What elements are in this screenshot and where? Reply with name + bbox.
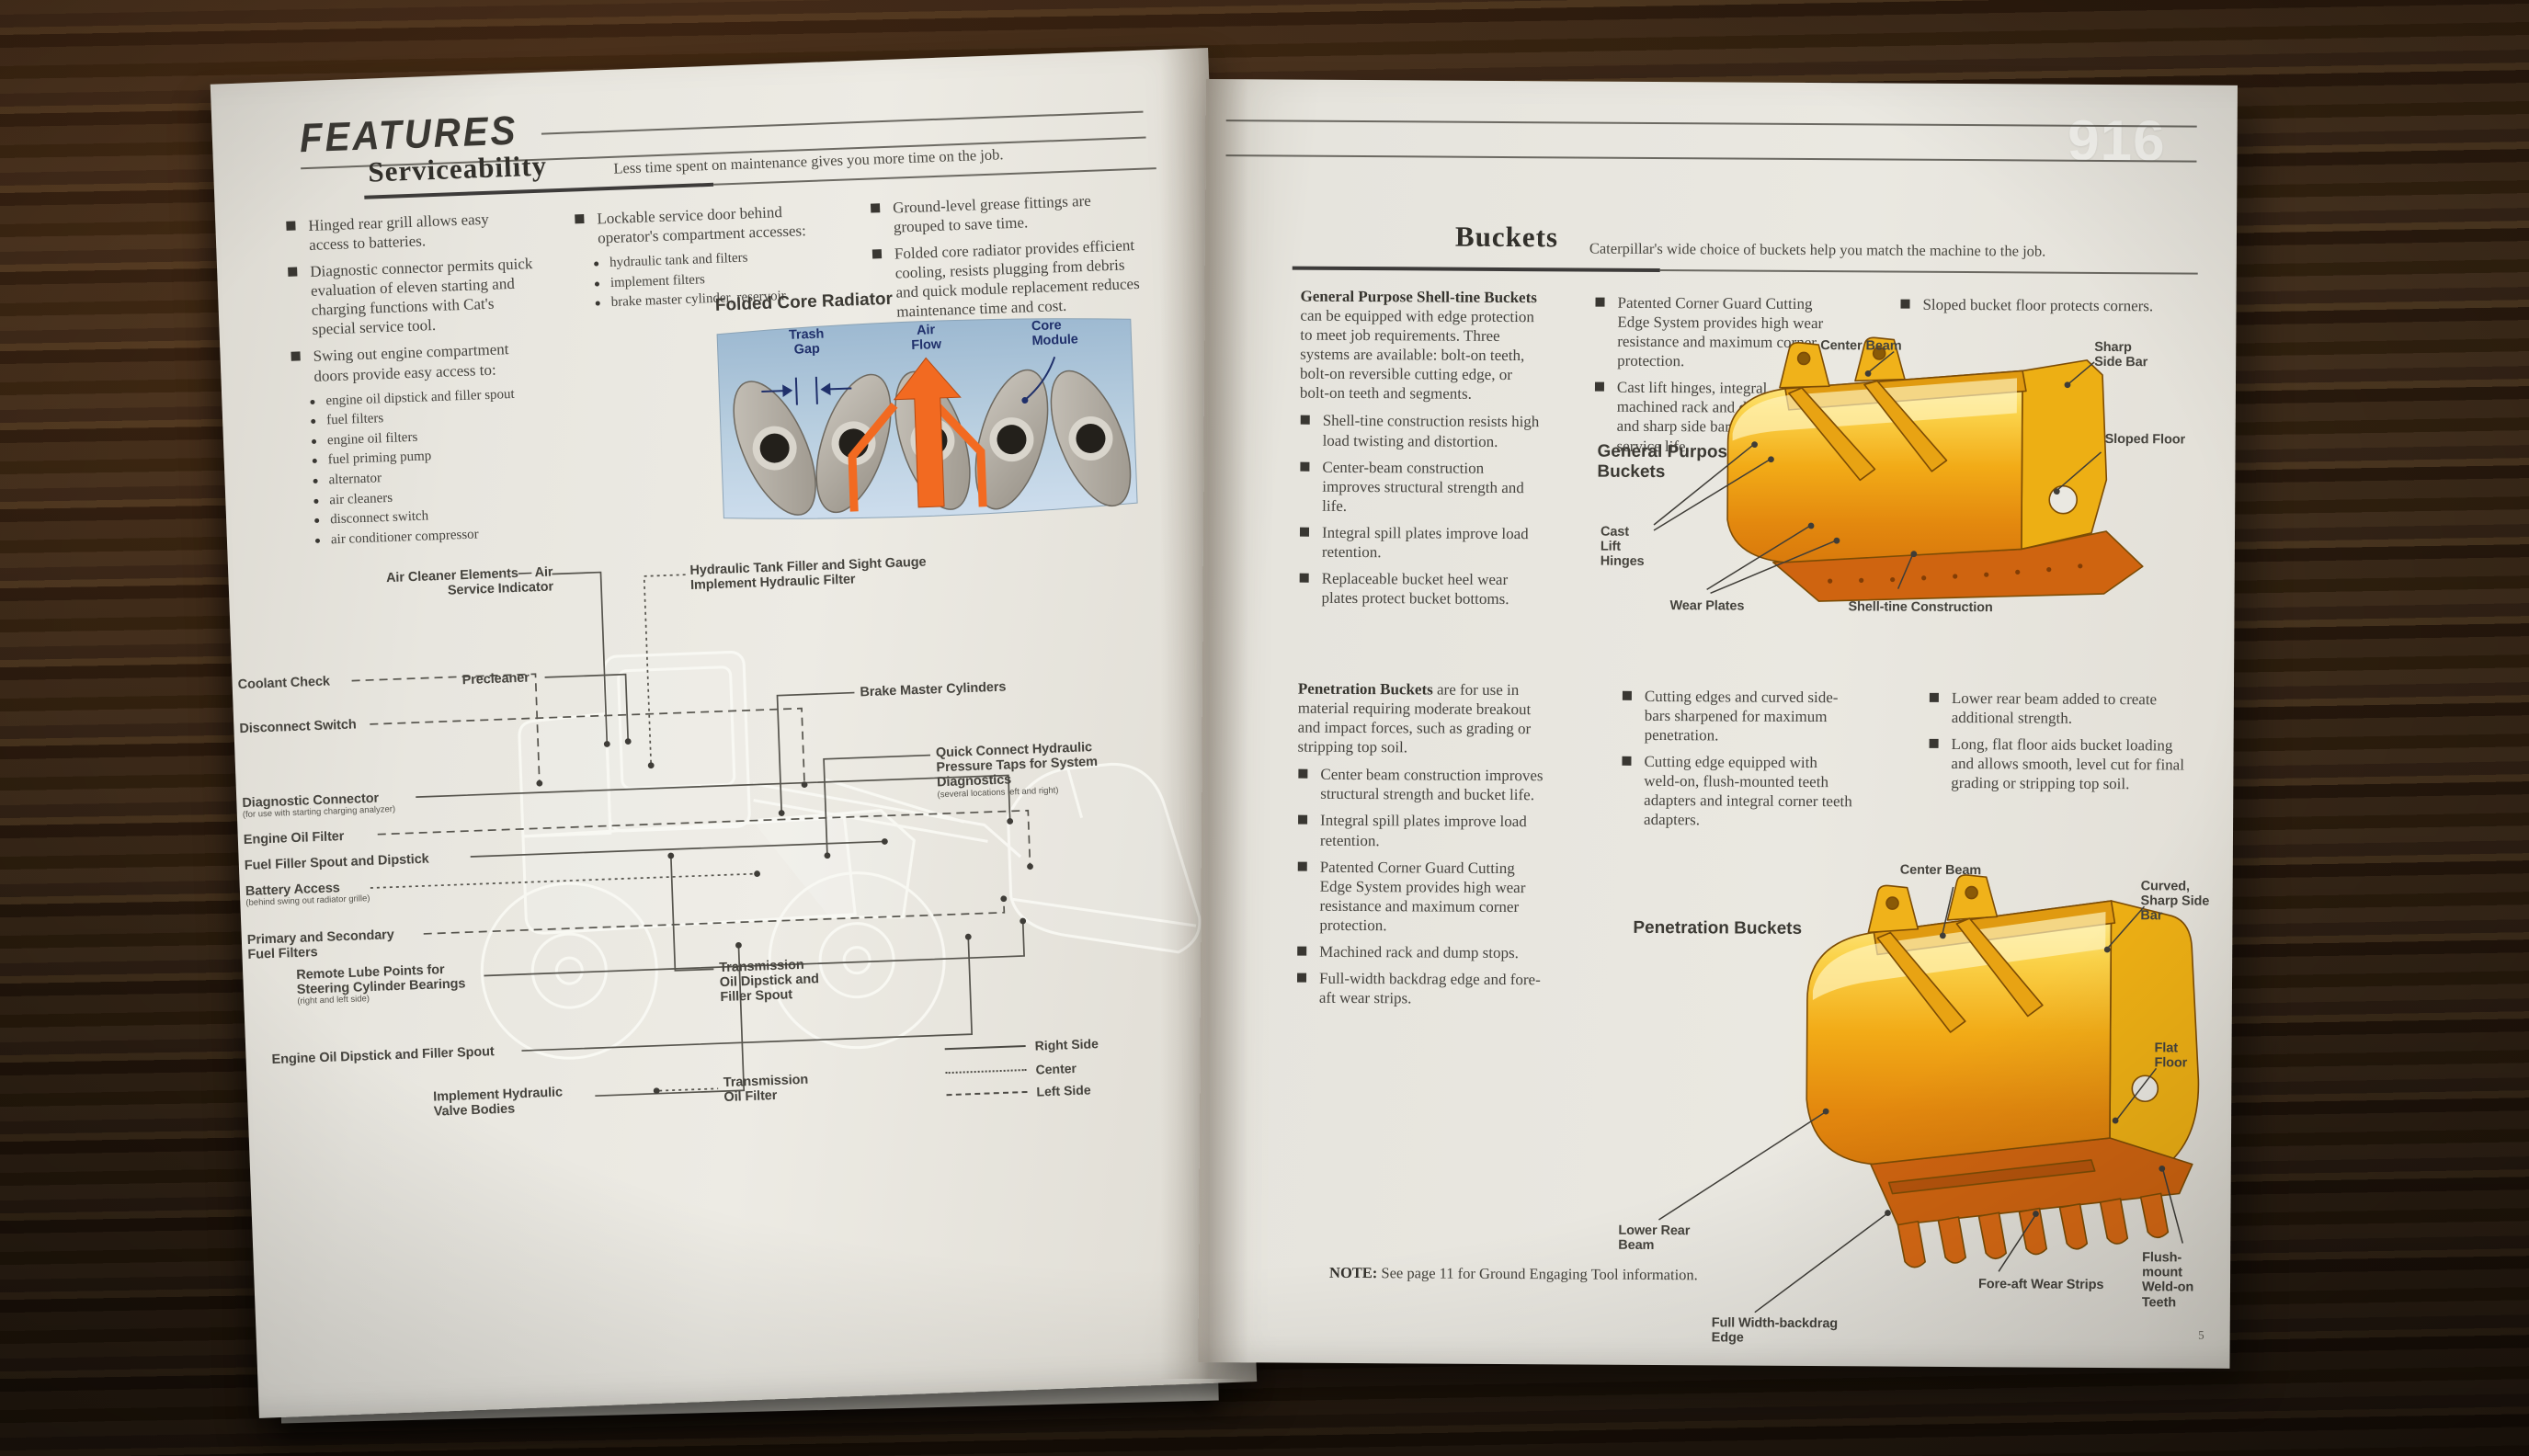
bullet-item: Machined rack and dump stops. [1296,942,1543,963]
bullet-item: Hinged rear grill allows easy access to … [285,208,532,256]
gp-bucket-art [1653,336,2144,602]
gp-intro-rest: can be equipped with edge protection to … [1299,306,1534,404]
legend-left-label: Left Side [1036,1082,1091,1099]
trash-gap-dimension [761,376,852,405]
bullet-item: Sloped bucket floor protects corners. [1899,295,2157,316]
pen-col1-list: Center beam construction improves struct… [1296,765,1544,1008]
model-number: 916 [2067,108,2166,174]
pen-center-beam-label: Center Beam [1899,862,1982,879]
pen-bucket-art [1658,874,2200,1314]
bullet-item: Cutting edge equipped with weld-on, flus… [1621,752,1857,831]
footnote-bold: NOTE: [1329,1263,1378,1282]
bullet-item: Cutting edges and curved side-bars sharp… [1622,687,1857,746]
bullet-item: Integral spill plates improve load reten… [1297,811,1544,851]
bullet-item: Shell-tine construction resists high loa… [1300,411,1541,451]
gp-intro-bold: General Purpose Shell-tine Buckets [1300,287,1537,307]
air-flow-arrow [848,401,987,512]
pen-intro: Penetration Buckets are for use in mater… [1298,679,1545,758]
features-rule-top [541,110,1144,135]
gp-shell-tine-label: Shell-tine Construction [1848,599,1993,616]
transmission-filter-label: Transmission Oil Filter [723,1072,809,1106]
bullet-item: Patented Corner Guard Cutting Edge Syste… [1296,857,1544,936]
legend-center-label: Center [1035,1060,1077,1077]
bullet-item: Ground-level grease fittings are grouped… [870,189,1146,238]
legend-dash-line [946,1090,1028,1097]
pen-col1: Penetration Buckets are for use in mater… [1296,679,1544,1017]
gp-col1: General Purpose Shell-tine Buckets can b… [1298,287,1541,617]
pen-backdrag-edge-label: Full Width-backdrag Edge [1711,1315,1839,1346]
pen-col2-list: Cutting edges and curved side-bars sharp… [1621,687,1857,838]
radiator-art [716,318,1138,519]
page-number: 5 [2198,1327,2204,1342]
pen-col3-list: Lower rear beam added to create addition… [1928,688,2195,802]
header-rule-2 [1225,154,2197,163]
transmission-dipstick-label: Transmission Oil Dipstick and Filler Spo… [719,957,820,1006]
trash-gap-label: Trash Gap [788,326,825,358]
bullet-item: Lower rear beam added to create addition… [1929,688,2195,729]
footnote-rest: See page 11 for Ground Engaging Tool inf… [1377,1264,1698,1284]
pen-wear-strips-label: Fore-aft Wear Strips [1977,1277,2104,1292]
pen-bucket-figure: Center Beam Curved, Sharp Side Bar Flat … [1594,845,2231,1363]
bullet-item: Long, flat floor aids bucket loading and… [1928,734,2194,794]
primary-fuel-filters-label: Primary and Secondary Fuel Filters [246,927,394,963]
gp-wear-plates-label: Wear Plates [1669,598,1745,614]
bullet-item: Integral spill plates improve load reten… [1299,522,1540,563]
bullet-item: Swing out engine compartment doors provi… [290,338,537,386]
legend-solid-line [944,1044,1026,1051]
gp-sharp-side-bar-label: Sharp Side Bar [2094,339,2148,370]
bullet-item: Center beam construction improves struct… [1297,765,1544,805]
remote-lube-text: Remote Lube Points for Steering Cylinder… [296,962,466,998]
legend-right-label: Right Side [1034,1036,1099,1053]
loader-diagram: Air Cleaner Elements— Air Service Indica… [228,536,1224,1177]
bullet-item: Lockable service door behind operator's … [574,201,815,249]
remote-lube-label: Remote Lube Points for Steering Cylinder… [296,961,485,1008]
air-flow-label: Air Flow [911,323,942,354]
gp-cast-lift-hinges-label: Cast Lift Hinges [1600,524,1645,570]
gp-col1-list: Shell-tine construction resists high loa… [1298,411,1540,609]
bullet-item: Replaceable bucket heel wear plates prot… [1298,569,1539,609]
serviceability-heading: Serviceability [367,149,548,188]
gp-center-beam-label: Center Beam [1820,338,1902,354]
pen-flat-floor-label: Flat Floor [2154,1041,2188,1071]
precleaner-label: Precleaner [461,670,530,688]
header-rule-1 [1225,119,2197,128]
buckets-underline [1292,266,1660,273]
pen-weld-teeth-label: Flush-mount Weld-on Teeth [2141,1250,2194,1311]
gp-bucket-figure: Center Beam Sharp Side Bar Sloped Floor … [1589,330,2216,637]
bullet-item: Center-beam construction improves struct… [1299,457,1540,517]
brochure-left-page: FEATURES Serviceability Less time spent … [210,48,1258,1418]
core-module-label: Core Module [1031,318,1078,349]
buckets-tagline: Caterpillar's wide choice of buckets hel… [1589,239,2046,260]
pen-lower-rear-beam-label: Lower Rear Beam [1618,1223,1691,1254]
serviceability-col1: Hinged rear grill allows easy access to … [285,208,543,552]
air-cleaner-label: Air Cleaner Elements— Air Service Indica… [385,564,554,598]
radiator-diagram: Folded Core Radiator [711,280,1144,533]
bullet-item: Full-width backdrag edge and fore-aft we… [1296,969,1543,1009]
bullet-item: Diagnostic connector permits quick evalu… [287,254,536,340]
gp-sloped-floor-label: Sloped Floor [2104,431,2186,448]
air-flow-arrow-main [893,357,962,508]
brochure-right-page: 916 Buckets Caterpillar's wide choice of… [1198,79,2238,1369]
gp-col3-list: Sloped bucket floor protects corners. [1899,295,2157,324]
implement-valve-label: Implement Hydraulic Valve Bodies [432,1085,564,1120]
buckets-heading: Buckets [1454,220,1559,254]
pen-intro-bold: Penetration Buckets [1297,679,1433,699]
legend-center-line [945,1068,1027,1075]
buckets-thin-rule [1659,269,2198,275]
gp-intro: General Purpose Shell-tine Buckets can b… [1300,287,1542,404]
quick-connect-label: Quick Connect Hydraulic Pressure Taps fo… [936,739,1122,801]
quick-connect-text: Quick Connect Hydraulic Pressure Taps fo… [935,740,1099,791]
pen-curved-side-bar-label: Curved, Sharp Side Bar [2140,879,2210,924]
radiator-core-modules [733,369,1132,516]
core-module-pointer [1026,357,1056,400]
loader-art [351,571,1202,1098]
footnote: NOTE: See page 11 for Ground Engaging To… [1329,1264,1698,1284]
